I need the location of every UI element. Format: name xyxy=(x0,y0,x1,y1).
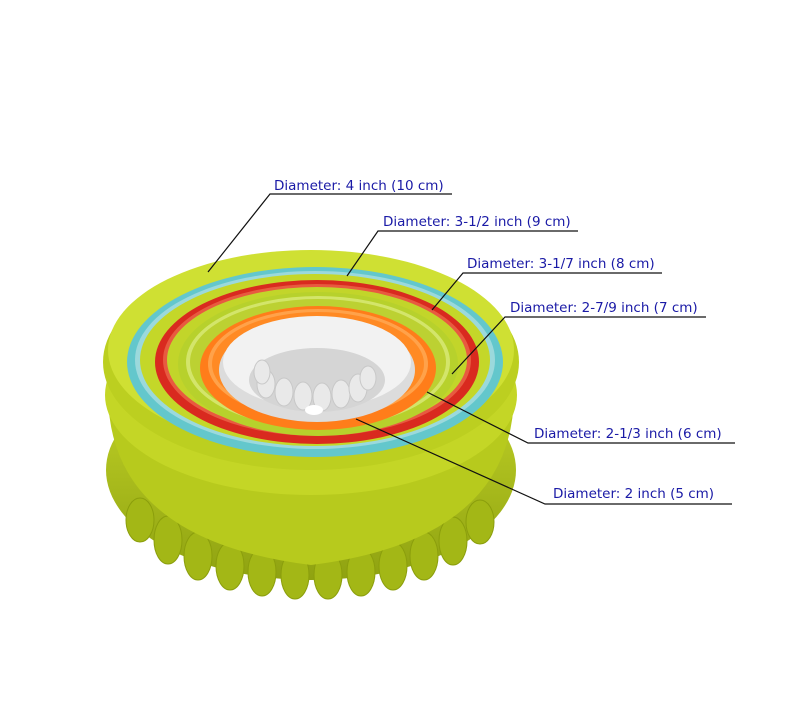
callout-2-7-9-inch: Diameter: 2-7/9 inch (7 cm) xyxy=(510,300,698,316)
leader-line-3-1-7-inch xyxy=(431,272,662,311)
leader-line-3-1-2-inch xyxy=(346,230,578,277)
leader-line-4-inch xyxy=(207,193,452,273)
leader-lines xyxy=(207,193,735,505)
callout-3-1-2-inch: Diameter: 3-1/2 inch (9 cm) xyxy=(383,214,571,230)
callout-3-1-7-inch: Diameter: 3-1/7 inch (8 cm) xyxy=(467,256,655,272)
leader-line-2-1-3-inch xyxy=(426,391,735,444)
leader-line-2-inch xyxy=(355,418,732,505)
leader-line-2-7-9-inch xyxy=(451,316,706,375)
ring-2-inch xyxy=(219,316,415,422)
callout-2-inch: Diameter: 2 inch (5 cm) xyxy=(553,486,715,502)
callout-2-1-3-inch: Diameter: 2-1/3 inch (6 cm) xyxy=(534,426,722,442)
callout-4-inch: Diameter: 4 inch (10 cm) xyxy=(274,178,444,194)
